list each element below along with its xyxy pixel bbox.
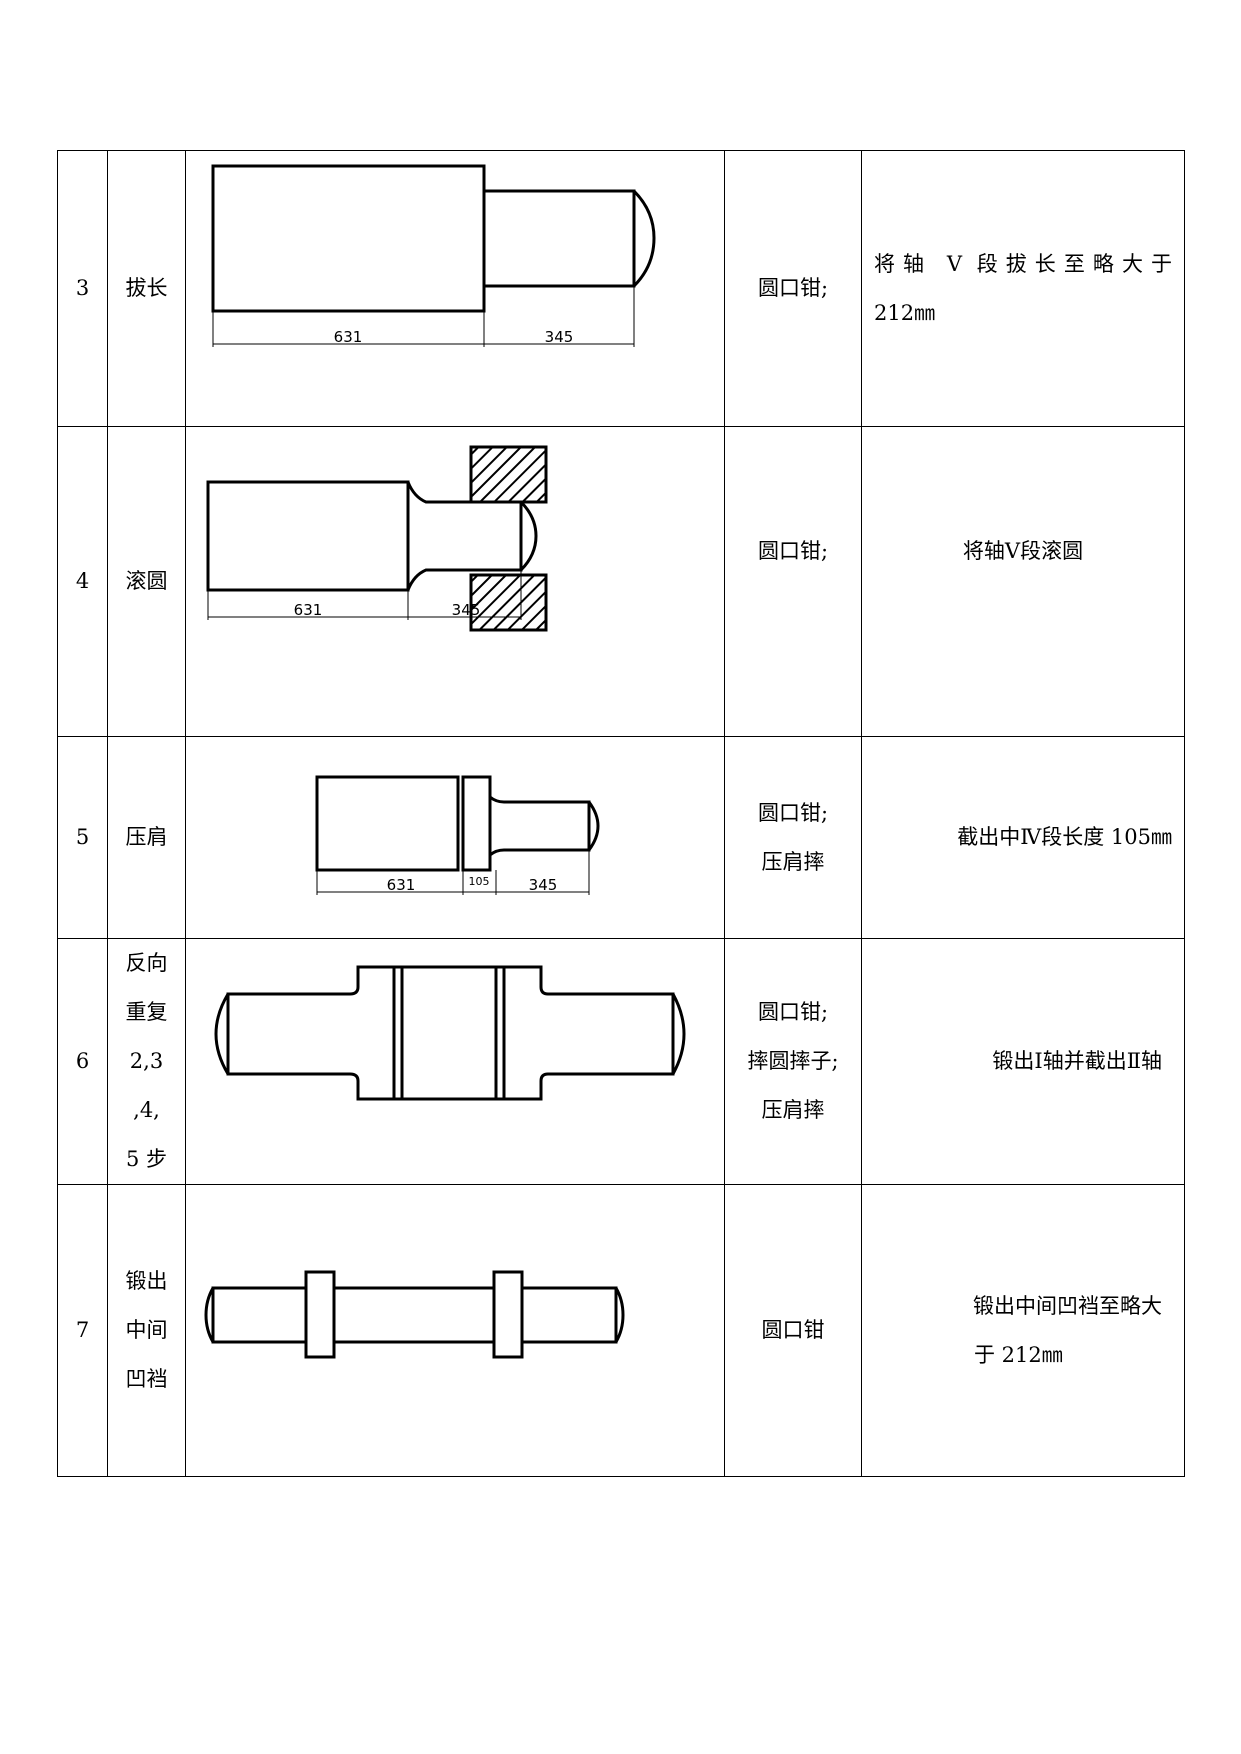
step-name-line: 5 步 <box>125 1147 168 1171</box>
note-line: 将轴Ⅴ段滚圆 <box>962 539 1084 563</box>
tool-cell: 圆口钳; 压肩摔 <box>724 736 862 939</box>
note-cell: 将轴Ⅴ段滚圆 <box>861 426 1185 737</box>
process-table: 3 拔长 631 345 圆口钳; <box>57 150 1185 1477</box>
tool-cell: 圆口钳 <box>724 1184 862 1477</box>
dimension-label: 105 <box>469 875 490 888</box>
note-line: 将轴 V 段拔长至略大于 <box>874 251 1172 276</box>
dimension-label: 345 <box>529 876 558 894</box>
step-name-line: 凹裆 <box>125 1367 168 1391</box>
dimension-label: 631 <box>294 601 323 619</box>
tool-line: 摔圆摔子; <box>747 1049 839 1073</box>
tool-line: 圆口钳; <box>757 276 829 300</box>
note-cell: 截出中Ⅳ段长度 105㎜ <box>861 736 1185 939</box>
note-line: 截出中Ⅳ段长度 105㎜ <box>957 825 1172 849</box>
tool-cell: 圆口钳; 摔圆摔子; 压肩摔 <box>724 938 862 1185</box>
process-figure <box>185 1184 725 1477</box>
note-cell: 将轴 V 段拔长至略大于 212㎜ <box>861 150 1185 427</box>
tool-line: 圆口钳; <box>757 539 829 563</box>
tool-line: 压肩摔 <box>761 1098 825 1122</box>
drawing-middle-recess <box>204 1270 625 1359</box>
dimension-label: 345 <box>545 328 574 346</box>
note-line: 锻出Ⅰ轴并截出Ⅱ轴 <box>992 1049 1162 1073</box>
step-name: 压肩 <box>107 736 186 939</box>
drawing-repeat-steps <box>214 965 686 1101</box>
step-name: 反向 重复 2,3 ,4, 5 步 <box>107 938 186 1185</box>
note-line: 锻出中间凹裆至略大 <box>973 1293 1162 1318</box>
tool-line: 圆口钳; <box>757 800 829 825</box>
step-name: 拔长 <box>107 150 186 427</box>
step-name: 锻出 中间 凹裆 <box>107 1184 186 1477</box>
step-name-line: 反向 <box>125 951 168 975</box>
process-figure: 631 345 <box>185 426 725 737</box>
tool-cell: 圆口钳; <box>724 150 862 427</box>
note-cell: 锻出中间凹裆至略大 于 212㎜ <box>861 1184 1185 1477</box>
table-row: 5 压肩 631 105 3 <box>57 736 1185 939</box>
step-number: 4 <box>57 426 108 737</box>
table-row: 7 锻出 中间 凹裆 圆口钳 锻出中间凹裆至略大 <box>57 1184 1185 1477</box>
step-number: 3 <box>57 150 108 427</box>
table-row: 3 拔长 631 345 圆口钳; <box>57 150 1185 427</box>
drawing-rounding: 631 345 <box>206 445 548 632</box>
tool-line: 圆口钳; <box>757 1000 829 1024</box>
step-name-line: 锻出 <box>125 1269 168 1293</box>
step-number: 5 <box>57 736 108 939</box>
table-row: 6 反向 重复 2,3 ,4, 5 步 圆口钳; <box>57 938 1185 1185</box>
tool-line: 压肩摔 <box>761 849 825 874</box>
step-name-line: 2,3 <box>129 1049 164 1073</box>
step-number: 6 <box>57 938 108 1185</box>
step-name: 滚圆 <box>107 426 186 737</box>
dimension-label: 631 <box>387 876 416 894</box>
note-line: 212㎜ <box>874 300 936 325</box>
table-row: 4 滚圆 <box>57 426 1185 737</box>
note-line: 于 212㎜ <box>974 1342 1063 1367</box>
process-figure: 631 105 345 <box>185 736 725 939</box>
dimension-label: 631 <box>334 328 363 346</box>
drawing-shouldering: 631 105 345 <box>315 775 600 895</box>
dimension-label: 345 <box>452 601 481 619</box>
step-name-line: 重复 <box>125 1000 168 1024</box>
note-cell: 锻出Ⅰ轴并截出Ⅱ轴 <box>861 938 1185 1185</box>
tool-line: 圆口钳 <box>761 1318 825 1342</box>
process-figure: 631 345 <box>185 150 725 427</box>
drawing-draw-out: 631 345 <box>211 164 656 347</box>
step-number: 7 <box>57 1184 108 1477</box>
step-name-line: ,4, <box>133 1098 160 1122</box>
tool-cell: 圆口钳; <box>724 426 862 737</box>
process-figure <box>185 938 725 1185</box>
step-name-line: 中间 <box>125 1318 168 1342</box>
